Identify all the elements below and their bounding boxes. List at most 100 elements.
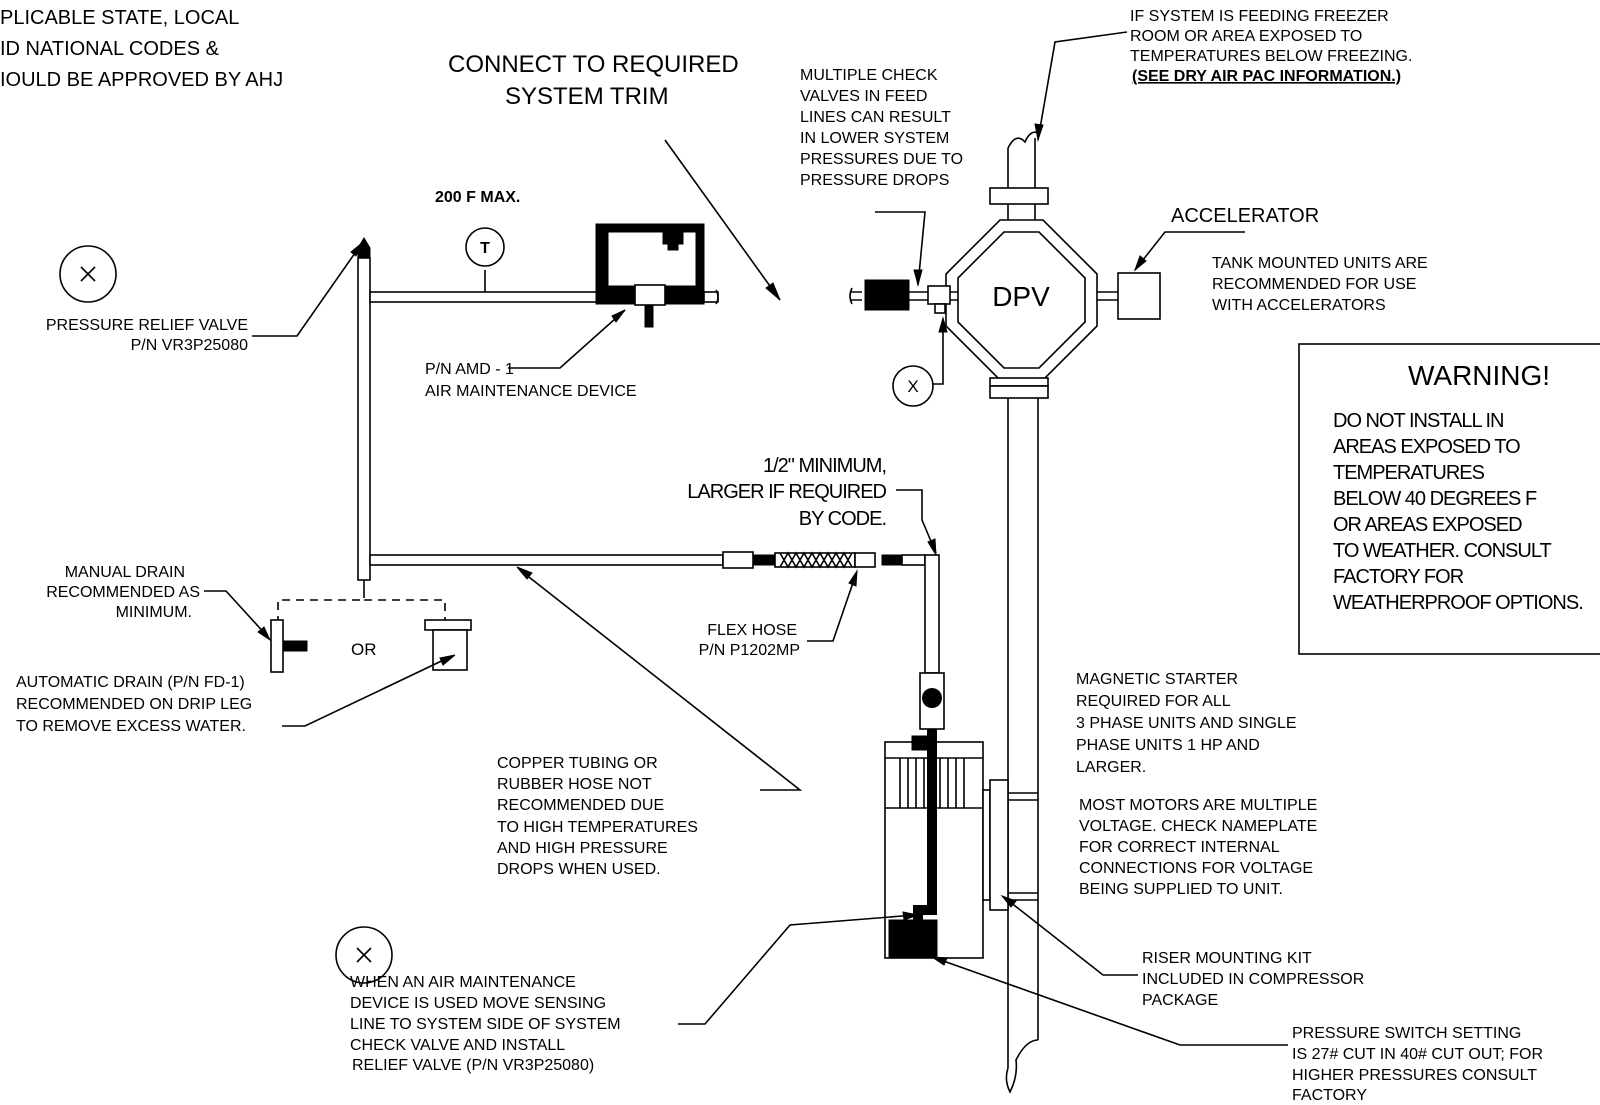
warning-border [1298,343,1600,655]
tank-note-line: RECOMMENDED FOR USE [1212,276,1416,293]
auto-drain-line: RECOMMENDED ON DRIP LEG [16,696,252,713]
amd-note-line: AIR MAINTENANCE DEVICE [425,383,637,400]
auto-drain-body [432,629,468,671]
upper-neck [1007,204,1036,220]
pressure-switch-line: HIGHER PRESSURES CONSULT [1292,1067,1537,1084]
copper-note-line: COPPER TUBING OR [497,755,658,772]
min-size-line: 1/2" MINIMUM, [763,455,886,477]
vertical-drop [924,554,940,674]
auto-drain-line: TO REMOVE EXCESS WATER. [16,718,246,735]
riser-kit-note: RISER MOUNTING KIT INCLUDED IN COMPRESSO… [1000,894,1364,1009]
riser-clamps [1008,792,1038,901]
elbow-pipe [901,554,926,566]
copper-note-line: RECOMMENDED DUE [497,797,664,814]
arrowhead [516,566,533,580]
accelerator-nipple [1097,291,1118,301]
motors-note-line: BEING SUPPLIED TO UNIT. [1079,881,1283,898]
bottom-header-pipe [369,554,724,566]
manual-drain-leader [204,590,269,638]
amd-sensing-line: LINE TO SYSTEM SIDE OF SYSTEM [350,1016,621,1033]
flex-hose-leader [807,573,857,642]
supply-piping: T [357,227,724,590]
freezer-leader [1037,31,1128,141]
tee-fitting [927,285,951,305]
arrowhead [902,911,920,921]
amd-outlet [703,291,719,303]
pressure-switch-line: FACTORY [1292,1087,1367,1104]
riser-break [1007,131,1041,149]
flex-hose-line: P/N P1202MP [699,642,800,659]
codes-note-line: ID NATIONAL CODES & [0,38,220,60]
copper-note-line: DROPS WHEN USED. [497,861,661,878]
manual-drain-line: RECOMMENDED AS [46,584,200,601]
compressor-valve [911,735,929,751]
flex-hose-assembly [722,551,945,730]
codes-note-line: PLICABLE STATE, LOCAL [0,7,239,29]
relief-valve-line: PRESSURE RELIEF VALVE [46,317,248,334]
motors-note-line: FOR CORRECT INTERNAL [1079,839,1280,856]
check-valve-body [864,279,910,311]
amd-sensing-line: CHECK VALVE AND INSTALL [350,1037,565,1054]
min-size-line: BY CODE. [799,508,886,530]
warning-line: FACTORY FOR [1333,566,1464,588]
amd-knob-tip [667,243,679,251]
amd-sensing-leader [678,914,916,1025]
pressure-switch-note: PRESSURE SWITCH SETTING IS 27# CUT IN 40… [930,956,1543,1104]
arrowhead [439,654,456,666]
manual-drain-line: MINIMUM. [116,604,192,621]
check-valves-line: LINES CAN RESULT [800,109,951,126]
accelerator-callout: ACCELERATOR [1097,205,1319,320]
starter-note-line: LARGER. [1076,759,1146,776]
arrowhead [930,956,948,966]
bracket-plate [982,789,991,901]
top-header-pipe [369,291,599,303]
riser-kit-line: PACKAGE [1142,992,1218,1009]
copper-note-line: RUBBER HOSE NOT [497,776,652,793]
bracket-clamp [989,779,1009,911]
riser-assembly: DPV [945,131,1098,1094]
amd-sensing-line: WHEN AN AIR MAINTENANCE [350,974,576,991]
feed-stub-break [849,287,853,305]
accelerator-label: ACCELERATOR [1171,205,1319,227]
warning-line: TO WEATHER. CONSULT [1333,540,1551,562]
tee-outlet [934,303,946,314]
compressor [884,729,1009,959]
pressure-switch [888,919,938,959]
auto-drain-leader [282,655,453,727]
amd-knob [662,231,684,245]
upper-flange [989,187,1049,205]
flex-hose-weave [779,551,853,569]
arrowhead [765,282,781,301]
copper-note-line: TO HIGH TEMPERATURES [497,819,698,836]
lower-flange-a [989,377,1049,387]
feed-stub [850,291,862,301]
hose-nut-2 [881,554,903,566]
flex-hose-line: FLEX HOSE [707,622,797,639]
drain-dashed-lines [277,590,446,620]
codes-note-line: IOULD BE APPROVED BY AHJ [0,69,283,91]
x-marker-leader [933,320,944,385]
hose-nut [752,554,776,566]
starter-note-line: REQUIRED FOR ALL [1076,693,1231,710]
starter-note-line: PHASE UNITS 1 HP AND [1076,737,1260,754]
min-size-leader [896,489,937,554]
or-label: OR [351,640,377,659]
copper-leader [519,569,803,791]
amd-sensing-line: RELIEF VALVE (P/N VR3P25080) [352,1057,594,1074]
drain-options: OR [270,590,472,673]
temperature-gauge [465,227,505,267]
inlet-valve [922,688,942,708]
x-marker [892,365,934,407]
feed-pipe [909,291,928,301]
feed-pipe-to-dpv [950,291,958,301]
freezer-note: IF SYSTEM IS FEEDING FREEZER ROOM OR ARE… [1034,8,1412,142]
auto-drain-cap [424,619,472,631]
freezer-note-line: ROOM OR AREA EXPOSED TO [1130,28,1362,45]
vertical-supply-pipe [357,257,371,581]
connect-trim-line: CONNECT TO REQUIRED [448,51,739,78]
auto-drain-line: AUTOMATIC DRAIN (P/N FD-1) [16,674,245,691]
warning-title: WARNING! [1408,360,1550,391]
check-valves-line: PRESSURES DUE TO [800,151,963,168]
arrowhead [257,626,272,642]
